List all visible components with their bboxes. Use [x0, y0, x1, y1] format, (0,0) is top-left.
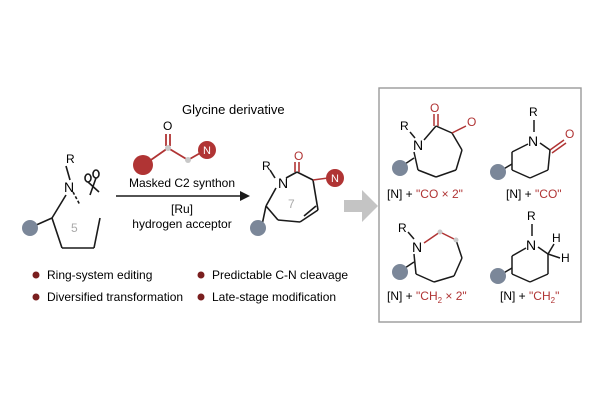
product-n-badge	[326, 169, 344, 187]
product-n-label: N	[331, 173, 339, 185]
glycine-red-dot	[133, 155, 153, 175]
glycine-title: Glycine derivative	[182, 102, 285, 117]
tr-oxygen: O	[565, 127, 574, 141]
tr-nitrogen: N	[528, 133, 538, 149]
bl-r-label: R	[398, 221, 407, 235]
bl-substituent-dot	[392, 264, 408, 280]
nitrogen-atom: N	[64, 179, 74, 195]
br-product-formula: [N] + "CH2"	[500, 289, 559, 305]
product-oxygen: O	[294, 149, 303, 163]
reaction-arrow-head	[240, 191, 250, 201]
feature-bullet-3	[32, 293, 40, 301]
piperidine-structure	[501, 224, 561, 283]
feature-bullet-2	[197, 271, 205, 279]
feature-bullet-4	[197, 293, 205, 301]
azepinone-structure	[261, 162, 329, 226]
product-nitrogen: N	[278, 175, 288, 191]
bl-nitrogen: N	[412, 239, 422, 255]
br-hydrogen-2: H	[561, 251, 570, 265]
tr-substituent-dot	[490, 164, 506, 180]
piperidinone-structure	[501, 120, 567, 179]
feature-cn-cleavage: Predictable C-N cleavage	[212, 268, 348, 282]
product-r-label: R	[262, 159, 271, 173]
glycine-n-badge	[198, 141, 216, 159]
glycine-structure	[147, 134, 203, 163]
tl-oxygen-1: O	[430, 101, 439, 115]
scissors-icon	[84, 169, 100, 196]
carbonyl-oxygen: O	[163, 119, 172, 133]
tl-nitrogen: N	[413, 137, 423, 153]
br-nitrogen: N	[526, 237, 536, 253]
azepane-structure	[401, 231, 463, 283]
product-substituent-dot	[250, 220, 266, 236]
synthon-label: Masked C2 synthon	[129, 176, 235, 190]
feature-bullet-1	[32, 271, 40, 279]
azepanedione-structure	[401, 114, 467, 178]
br-hydrogen-1: H	[552, 231, 561, 245]
acceptor-label: hydrogen acceptor	[132, 217, 231, 231]
bl-product-formula: [N] + "CH2 × 2"	[387, 289, 467, 305]
br-substituent-dot	[490, 268, 506, 284]
pyrrolidine-structure	[33, 165, 101, 249]
bl-atom-dot	[437, 229, 443, 235]
tr-product-formula: [N] + "CO"	[506, 187, 562, 201]
tl-substituent-dot	[392, 160, 408, 176]
tr-r-label: R	[529, 105, 538, 119]
tl-product-formula: [N] + "CO × 2"	[387, 187, 463, 201]
transition-arrow	[344, 190, 378, 222]
bl-atom-dot-2	[453, 237, 459, 243]
tl-oxygen-2: O	[467, 115, 476, 129]
glycine-n-label: N	[203, 145, 211, 157]
ring-size-7: 7	[288, 197, 295, 211]
feature-late-stage: Late-stage modification	[212, 290, 336, 304]
feature-ring-editing: Ring-system editing	[47, 268, 152, 282]
product-box	[378, 87, 582, 323]
r-group-label: R	[66, 152, 75, 166]
tl-r-label: R	[400, 119, 409, 133]
feature-diversified: Diversified transformation	[47, 290, 183, 304]
ring-size-5: 5	[71, 221, 78, 235]
br-r-label: R	[527, 209, 536, 223]
glycine-atom-dot	[165, 145, 171, 151]
glycine-atom-dot-2	[185, 157, 191, 163]
catalyst-label: [Ru]	[171, 202, 193, 216]
substituent-dot	[22, 220, 38, 236]
